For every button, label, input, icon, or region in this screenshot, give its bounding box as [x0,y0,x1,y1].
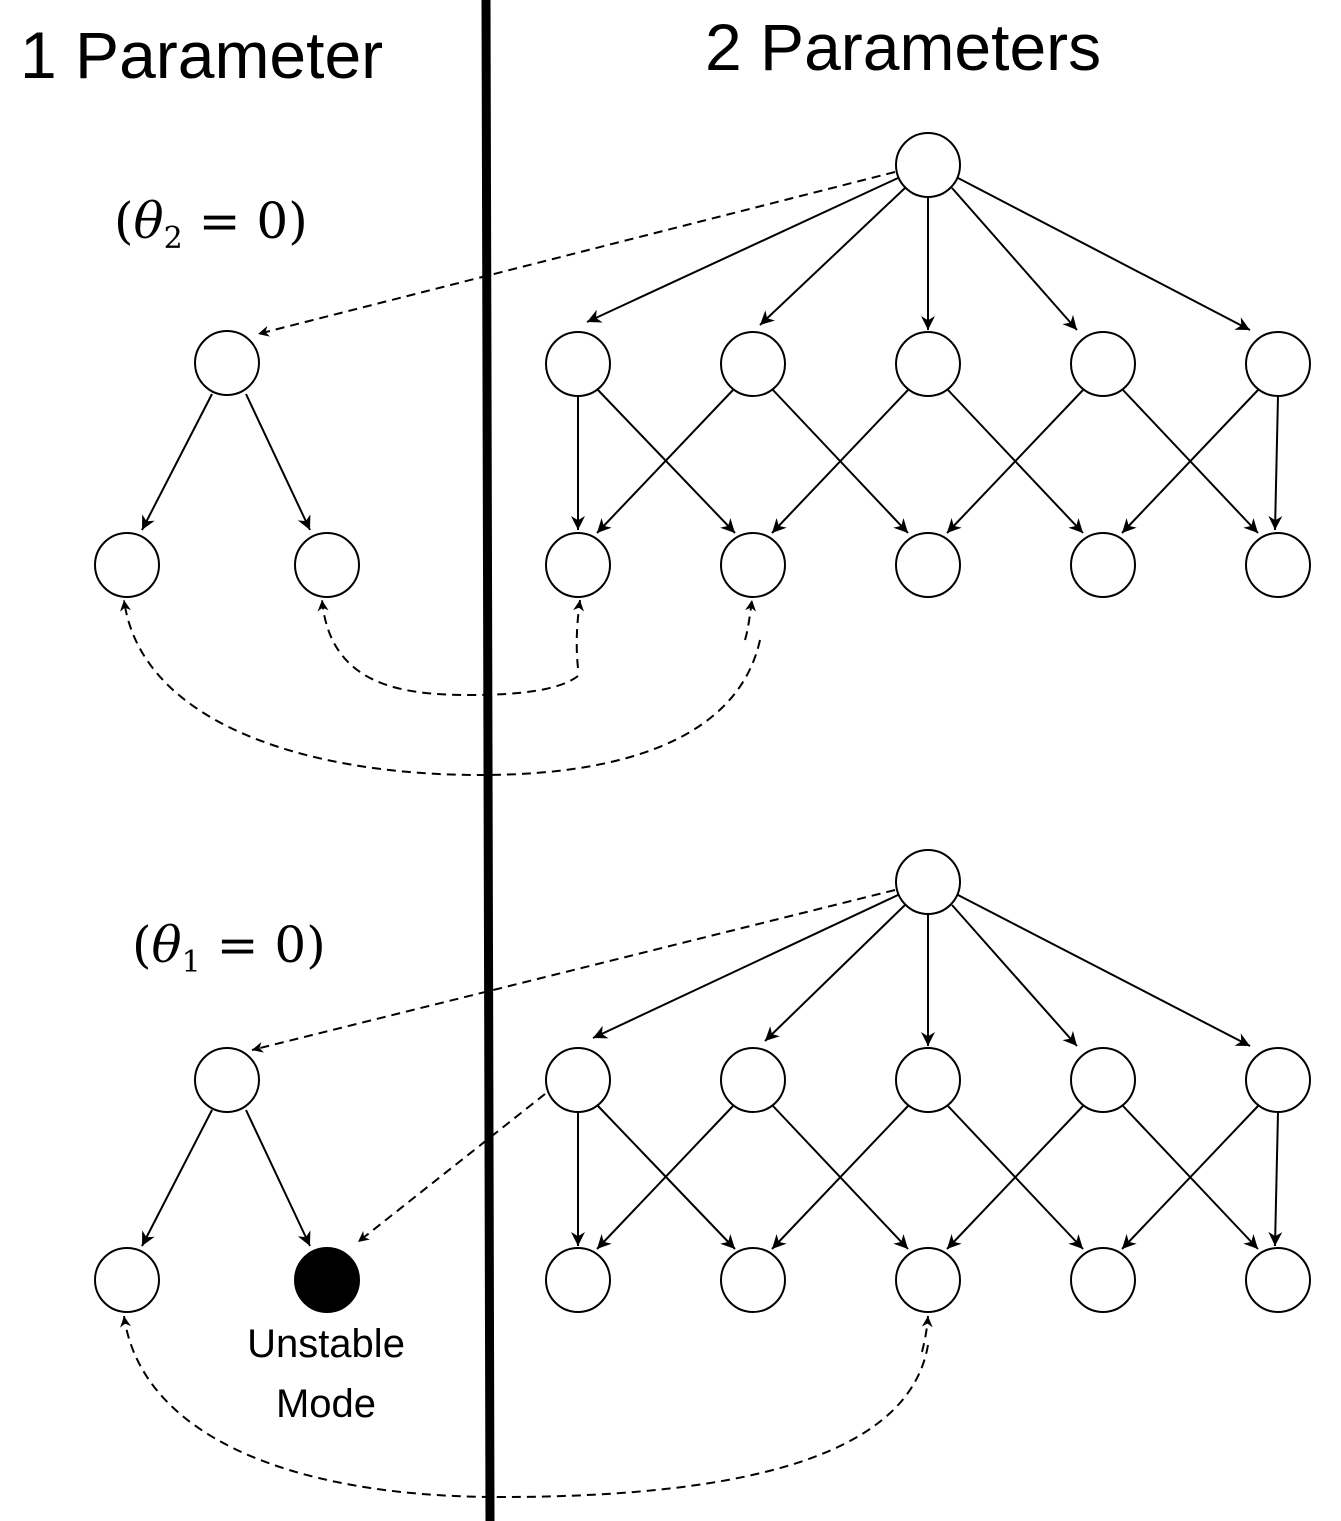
edge [586,177,899,323]
dashed-arrow [317,599,579,697]
lattice-node-bottom-2 [720,1247,786,1313]
tree-node-root [194,1047,260,1113]
condition-theta2: (θ2 = 0) [114,192,308,256]
condition-theta1: (θ1 = 0) [132,916,326,980]
edge [951,904,1078,1047]
lattice-node-mid-3 [895,1047,961,1113]
lattice-node-bottom-1 [545,1247,611,1313]
lattice-node-mid-5 [1245,331,1311,397]
lattice-node-bottom-5 [1245,1247,1311,1313]
edge [771,389,909,534]
lattice-node-bottom-1 [545,532,611,598]
edge [771,1105,909,1250]
edge [141,1109,213,1247]
lattice-node-bottom-3 [895,1247,961,1313]
dashed-arrow [120,1315,929,1499]
tree-node-left [94,532,160,598]
dashed-arrow [251,889,896,1053]
lattice-node-mid-3 [895,331,961,397]
dashed-arrow [921,1315,933,1353]
tree-node-root [194,330,260,396]
edge [946,389,1084,534]
dashed-arrow [744,599,756,641]
dashed-arrow [120,599,761,777]
edge [1268,395,1283,531]
edge [1268,1111,1283,1247]
edge [245,393,311,531]
unstable-mode-node [294,1247,360,1313]
edge [597,1105,736,1250]
lattice-node-bottom-5 [1245,532,1311,598]
edge [759,187,906,326]
heading-two-parameters: 2 Parameters [705,10,1101,84]
lattice-node-bottom-4 [1070,1247,1136,1313]
edge [141,393,213,531]
lattice-node-bottom-4 [1070,532,1136,598]
unstable-mode-label-line2: Mode [276,1382,376,1426]
edge [764,904,906,1042]
edge [1121,1105,1259,1250]
lattice-node-mid-2 [720,1047,786,1113]
edge [596,389,734,534]
lattice-node-mid-1 [545,331,611,397]
dashed-arrow [573,599,584,669]
tree-node-left [94,1247,160,1313]
lattice-node-mid-5 [1245,1047,1311,1113]
edge [951,187,1078,331]
edge [597,389,736,534]
lattice-node-mid-1 [545,1047,611,1113]
tree-node-right [294,532,360,598]
lattice-node-mid-4 [1070,331,1136,397]
lattice-node-mid-4 [1070,1047,1136,1113]
lattice-node-root [895,849,961,915]
divider-line [481,0,495,1521]
top-left-tree [94,330,360,598]
top-right-lattice [545,132,1311,598]
top-mapping-arrows [120,171,896,777]
lattice-node-mid-2 [720,331,786,397]
lattice-node-bottom-3 [895,532,961,598]
edge [957,894,1251,1047]
heading-one-parameter: 1 Parameter [20,18,383,92]
bottom-right-lattice [545,849,1311,1313]
edge [596,1105,734,1250]
edge [957,177,1251,331]
bottom-left-tree: Unstable Mode [94,1047,405,1426]
edge [946,1105,1084,1250]
unstable-mode-label-line1: Unstable [247,1322,405,1366]
edge [1121,389,1259,534]
dashed-arrow [357,1093,546,1243]
dashed-arrow [257,171,896,337]
lattice-node-bottom-2 [720,532,786,598]
bottom-mapping-arrows [120,889,933,1499]
edge [592,894,899,1039]
lattice-node-root [895,132,961,198]
edge [245,1109,311,1247]
